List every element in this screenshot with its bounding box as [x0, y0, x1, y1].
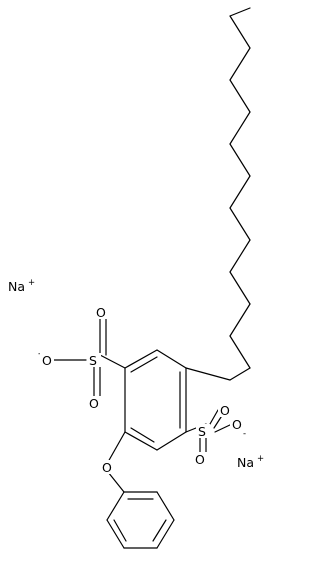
dodecyl-chain	[229, 7, 251, 381]
ether-linkage	[107, 431, 126, 493]
right-sulfonate-oxygen-anion: O	[232, 417, 242, 432]
sodium-right-charge: +	[257, 454, 264, 464]
left-sulfonate-oxygen-bottom: O	[89, 396, 99, 411]
left-sulfonate-anion-charge: -	[38, 349, 41, 359]
left-sulfonate-group	[47, 315, 126, 397]
atom-labels: Na + O S O - O O O S O O - Na +	[8, 278, 264, 475]
left-sulfonate-sulfur: S	[89, 353, 97, 368]
right-sulfonate-sulfur: S	[198, 424, 206, 439]
sodium-right-symbol: Na	[237, 455, 254, 470]
left-sulfonate-oxygen-top: O	[96, 305, 106, 320]
ether-oxygen: O	[102, 460, 112, 475]
chemical-structure-diagram: Na + O S O - O O O S O O - Na +	[8, 7, 264, 549]
chain-attachment-bond	[185, 367, 231, 381]
sodium-left-symbol: Na	[8, 279, 25, 294]
phenyl-ring	[106, 491, 175, 549]
right-sulfonate-anion-charge: -	[243, 429, 246, 439]
right-sulfonate-oxygen-bottom: O	[195, 452, 205, 467]
central-benzene-ring	[124, 349, 187, 451]
sodium-left-charge: +	[28, 278, 35, 288]
left-sulfonate-oxygen-anion: O	[42, 353, 52, 368]
right-sulfonate-oxygen-right: O	[220, 403, 230, 418]
